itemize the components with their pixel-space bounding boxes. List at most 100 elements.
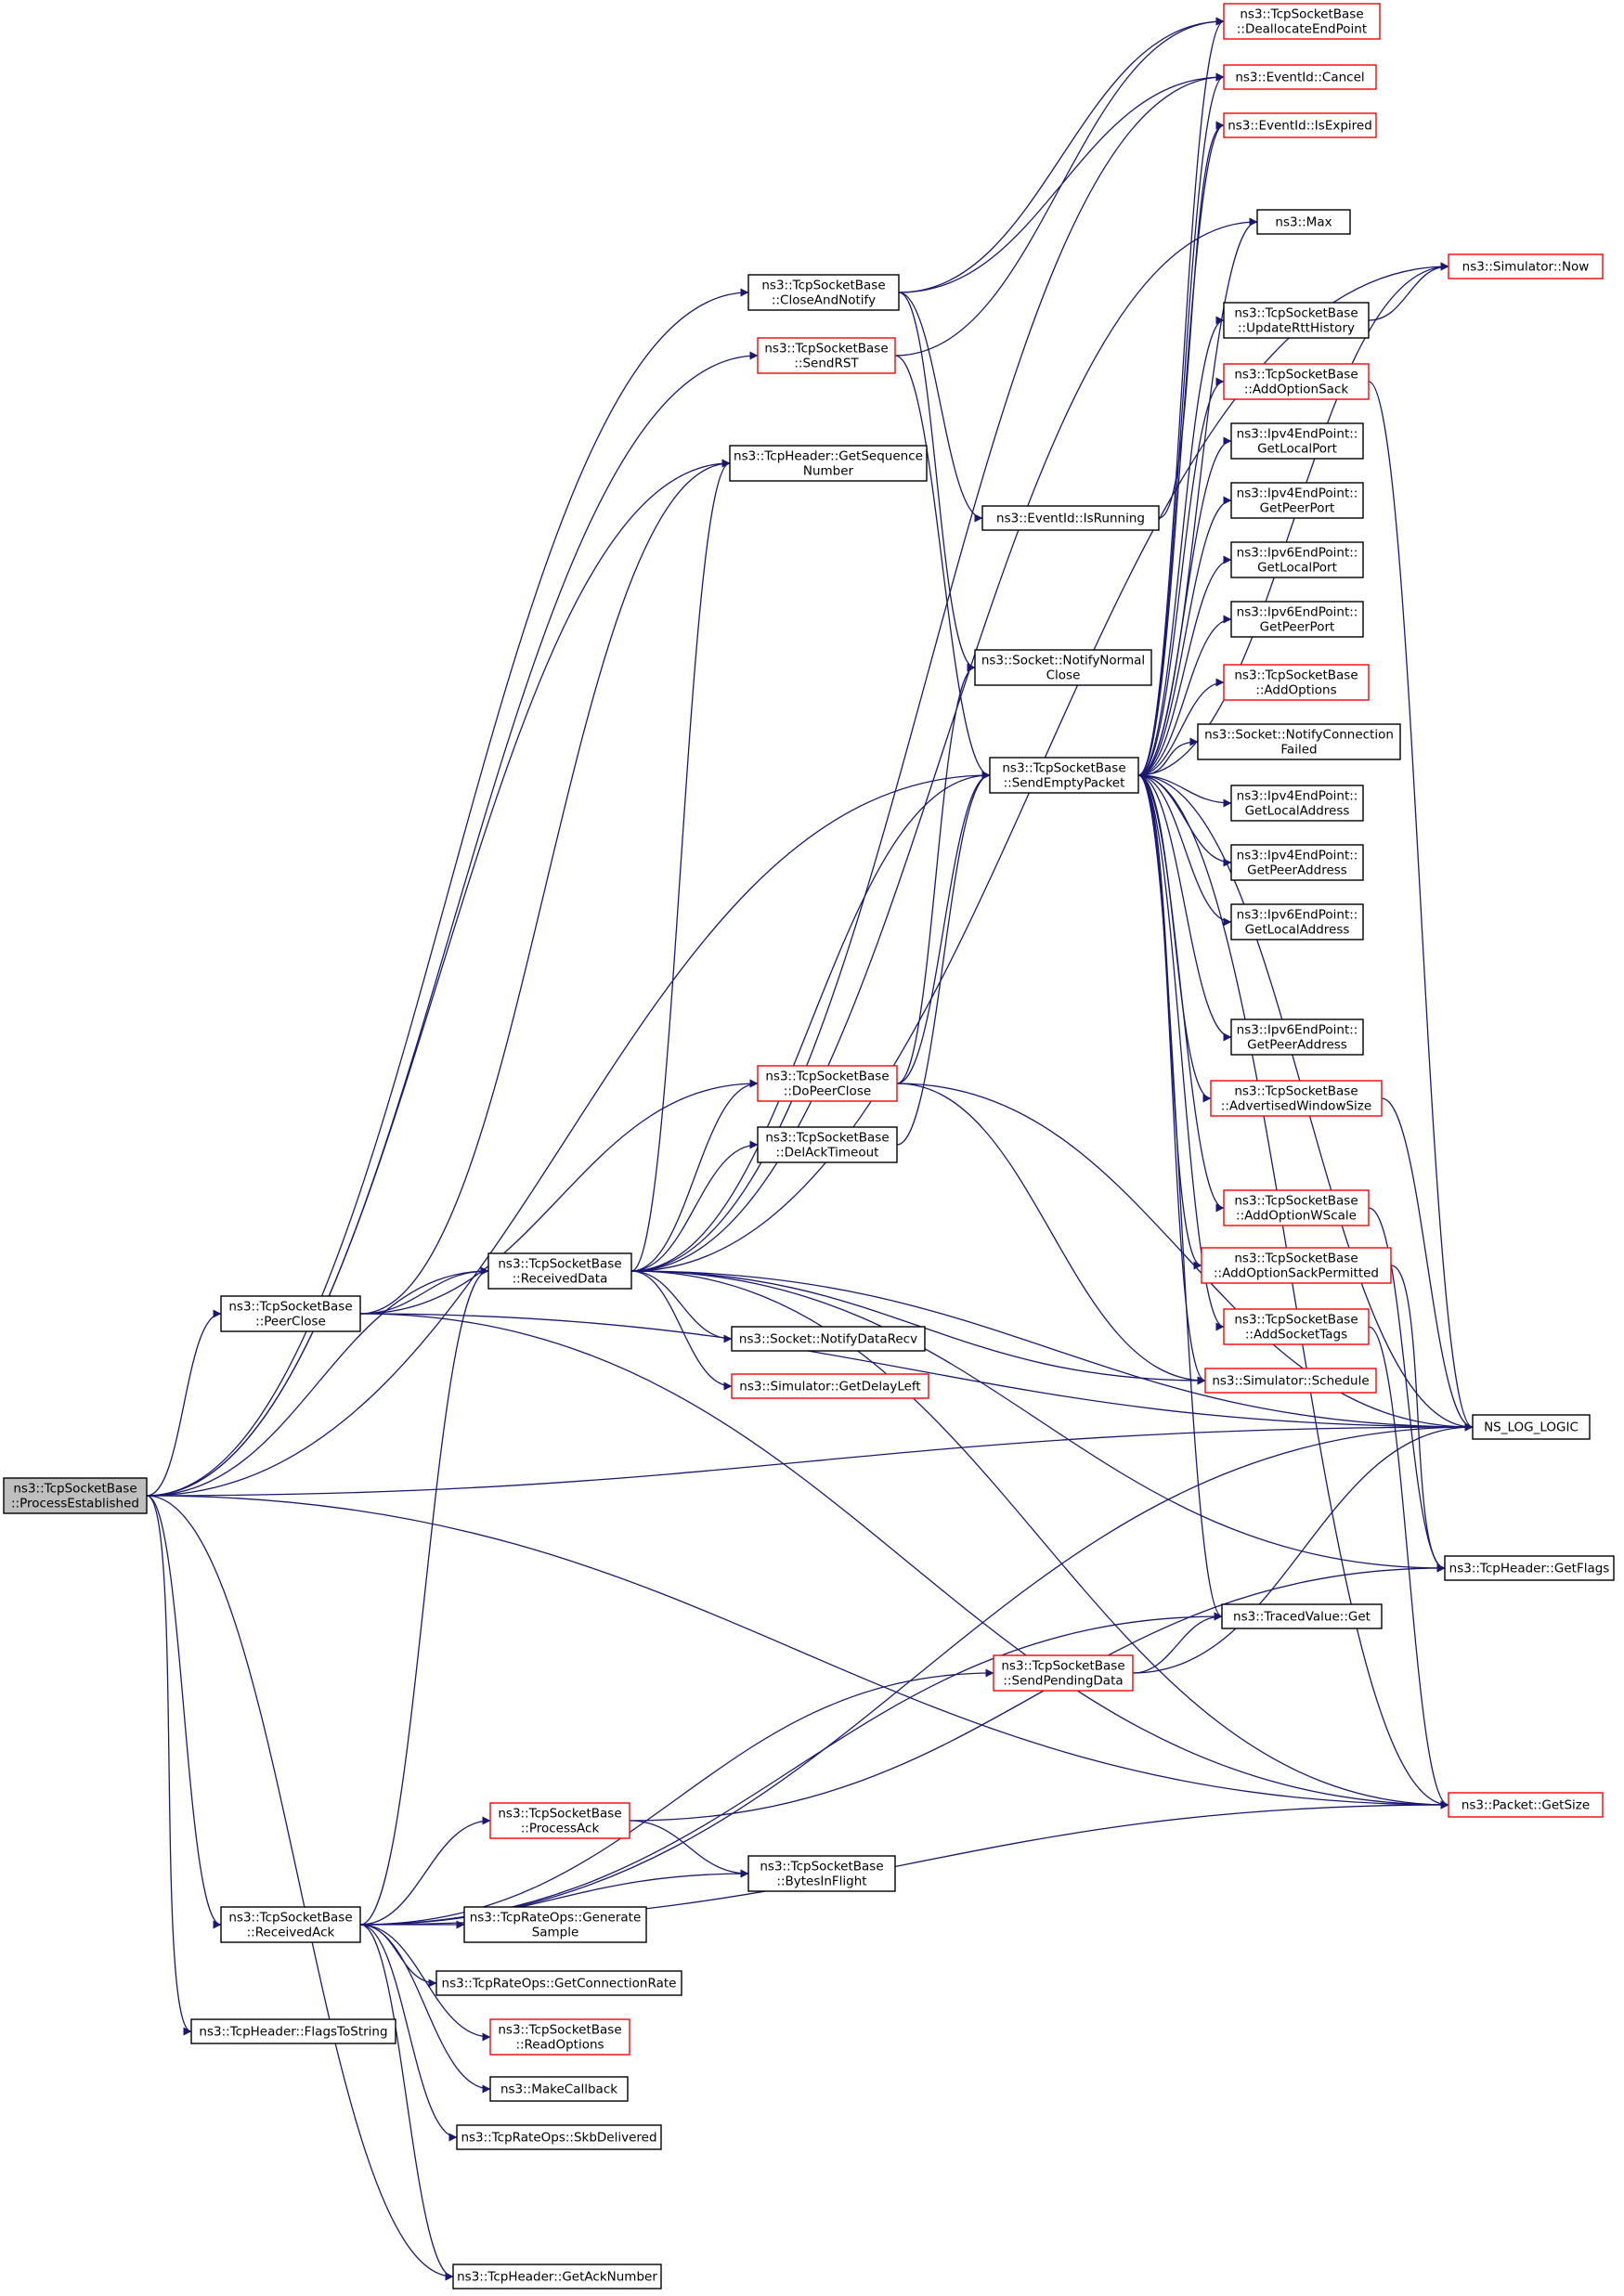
function-node-v6lp[interactable]: ns3::Ipv6EndPoint::GetLocalPort [1230,541,1364,578]
function-node-box[interactable] [463,1906,647,1943]
function-node-ro[interactable]: ns3::TcpSocketBase::ReadOptions [489,2018,630,2056]
function-node-v6pp[interactable]: ns3::Ipv6EndPoint::GetPeerPort [1230,601,1364,638]
function-node-dpc[interactable]: ns3::TcpSocketBase::DoPeerClose [757,1065,898,1102]
function-node-box[interactable] [1221,1603,1383,1629]
function-node-v6la[interactable]: ns3::Ipv6EndPoint::GetLocalAddress [1230,903,1364,940]
function-node-dep[interactable]: ns3::TcpSocketBase::DeallocateEndPoint [1223,3,1381,40]
function-node-snow[interactable]: ns3::Simulator::Now [1448,253,1604,279]
function-node-box[interactable] [1444,1555,1615,1581]
function-node-box[interactable] [1230,601,1364,638]
function-node-v4lp[interactable]: ns3::Ipv4EndPoint::GetLocalPort [1230,422,1364,460]
function-node-v4la[interactable]: ns3::Ipv4EndPoint::GetLocalAddress [1230,785,1364,822]
function-node-gdl[interactable]: ns3::Simulator::GetDelayLeft [731,1373,929,1399]
function-node-box[interactable] [487,1252,632,1290]
function-node-box[interactable] [1223,112,1377,138]
function-node-tvg[interactable]: ns3::TracedValue::Get [1221,1603,1383,1629]
function-node-box[interactable] [729,445,928,482]
function-node-ao[interactable]: ns3::TcpSocketBase::AddOptions [1223,664,1370,701]
function-node-fts[interactable]: ns3::TcpHeader::FlagsToString [190,2018,396,2044]
function-node-box[interactable] [220,1906,361,1943]
function-node-box[interactable] [1197,723,1401,760]
function-node-gan[interactable]: ns3::TcpHeader::GetAckNumber [452,2264,662,2290]
function-node-v4pp[interactable]: ns3::Ipv4EndPoint::GetPeerPort [1230,482,1364,519]
function-node-box[interactable] [981,505,1160,531]
function-node-box[interactable] [1223,3,1381,40]
function-node-box[interactable] [1223,64,1377,90]
function-node-dat[interactable]: ns3::TcpSocketBase::DelAckTimeout [757,1126,898,1163]
function-node-box[interactable] [747,1855,896,1892]
function-node-max[interactable]: ns3::Max [1256,209,1351,235]
function-node-box[interactable] [3,1477,148,1514]
function-node-box[interactable] [1472,1414,1591,1440]
function-node-gfl[interactable]: ns3::TcpHeader::GetFlags [1444,1555,1615,1581]
function-node-nll[interactable]: NS_LOG_LOGIC [1472,1414,1591,1440]
function-node-box[interactable] [731,1373,929,1399]
function-node-v4pa[interactable]: ns3::Ipv4EndPoint::GetPeerAddress [1230,844,1364,881]
function-node-box[interactable] [489,2018,630,2056]
function-node-box[interactable] [1201,1247,1392,1284]
function-node-box[interactable] [757,337,896,374]
function-node-box[interactable] [1256,209,1351,235]
function-node-box[interactable] [989,757,1139,794]
function-node-aosp[interactable]: ns3::TcpSocketBase::AddOptionSackPermitt… [1201,1247,1392,1284]
function-node-box[interactable] [974,649,1152,686]
function-node-box[interactable] [993,1654,1134,1692]
function-node-box[interactable] [190,2018,396,2044]
function-node-box[interactable] [489,2076,629,2102]
function-node-box[interactable] [1223,302,1370,339]
function-node-isrun[interactable]: ns3::EventId::IsRunning [981,505,1160,531]
function-node-box[interactable] [220,1295,361,1332]
function-node-ndr[interactable]: ns3::Socket::NotifyDataRecv [731,1326,926,1352]
function-node-gcr[interactable]: ns3::TcpRateOps::GetConnectionRate [435,1970,682,1996]
function-node-box[interactable] [1223,664,1370,701]
function-node-pe[interactable]: ns3::TcpSocketBase::ProcessEstablished [3,1477,148,1514]
function-node-box[interactable] [1230,541,1364,578]
function-node-box[interactable] [1448,1792,1604,1818]
function-node-box[interactable] [747,274,900,311]
function-node-pc[interactable]: ns3::TcpSocketBase::PeerClose [220,1295,361,1332]
function-node-box[interactable] [1210,1080,1383,1117]
function-node-box[interactable] [1204,1368,1377,1394]
function-node-box[interactable] [1230,844,1364,881]
function-node-box[interactable] [1230,422,1364,460]
function-node-v6pa[interactable]: ns3::Ipv6EndPoint::GetPeerAddress [1230,1018,1364,1056]
function-node-mc[interactable]: ns3::MakeCallback [489,2076,629,2102]
function-node-srst[interactable]: ns3::TcpSocketBase::SendRST [757,337,896,374]
function-node-ecan[interactable]: ns3::EventId::Cancel [1223,64,1377,90]
function-node-box[interactable] [452,2264,662,2290]
function-node-spd[interactable]: ns3::TcpSocketBase::SendPendingData [993,1654,1134,1692]
function-node-box[interactable] [489,1802,630,1839]
function-node-box[interactable] [757,1126,898,1163]
function-node-box[interactable] [1223,1308,1370,1345]
function-node-pgs[interactable]: ns3::Packet::GetSize [1448,1792,1604,1818]
function-node-box[interactable] [456,2124,662,2150]
function-node-box[interactable] [1230,482,1364,519]
function-node-pa[interactable]: ns3::TcpSocketBase::ProcessAck [489,1802,630,1839]
function-node-ast[interactable]: ns3::TcpSocketBase::AddSocketTags [1223,1308,1370,1345]
function-node-box[interactable] [1230,903,1364,940]
function-node-box[interactable] [1223,363,1370,400]
function-node-box[interactable] [757,1065,898,1102]
function-node-box[interactable] [1223,1189,1370,1226]
function-node-box[interactable] [1448,253,1604,279]
function-node-sep[interactable]: ns3::TcpSocketBase::SendEmptyPacket [989,757,1139,794]
function-node-ra[interactable]: ns3::TcpSocketBase::ReceivedAck [220,1906,361,1943]
function-node-box[interactable] [731,1326,926,1352]
function-node-box[interactable] [1230,1018,1364,1056]
function-node-aos[interactable]: ns3::TcpSocketBase::AddOptionSack [1223,363,1370,400]
function-node-urh[interactable]: ns3::TcpSocketBase::UpdateRttHistory [1223,302,1370,339]
function-node-skb[interactable]: ns3::TcpRateOps::SkbDelivered [456,2124,662,2150]
function-node-can[interactable]: ns3::TcpSocketBase::CloseAndNotify [747,274,900,311]
function-node-rd[interactable]: ns3::TcpSocketBase::ReceivedData [487,1252,632,1290]
function-node-aws[interactable]: ns3::TcpSocketBase::AdvertisedWindowSize [1210,1080,1383,1117]
function-node-bif[interactable]: ns3::TcpSocketBase::BytesInFlight [747,1855,896,1892]
function-node-iexp[interactable]: ns3::EventId::IsExpired [1223,112,1377,138]
function-node-ssch[interactable]: ns3::Simulator::Schedule [1204,1368,1377,1394]
function-node-box[interactable] [1230,785,1364,822]
function-node-aowsc[interactable]: ns3::TcpSocketBase::AddOptionWScale [1223,1189,1370,1226]
function-node-box[interactable] [435,1970,682,1996]
